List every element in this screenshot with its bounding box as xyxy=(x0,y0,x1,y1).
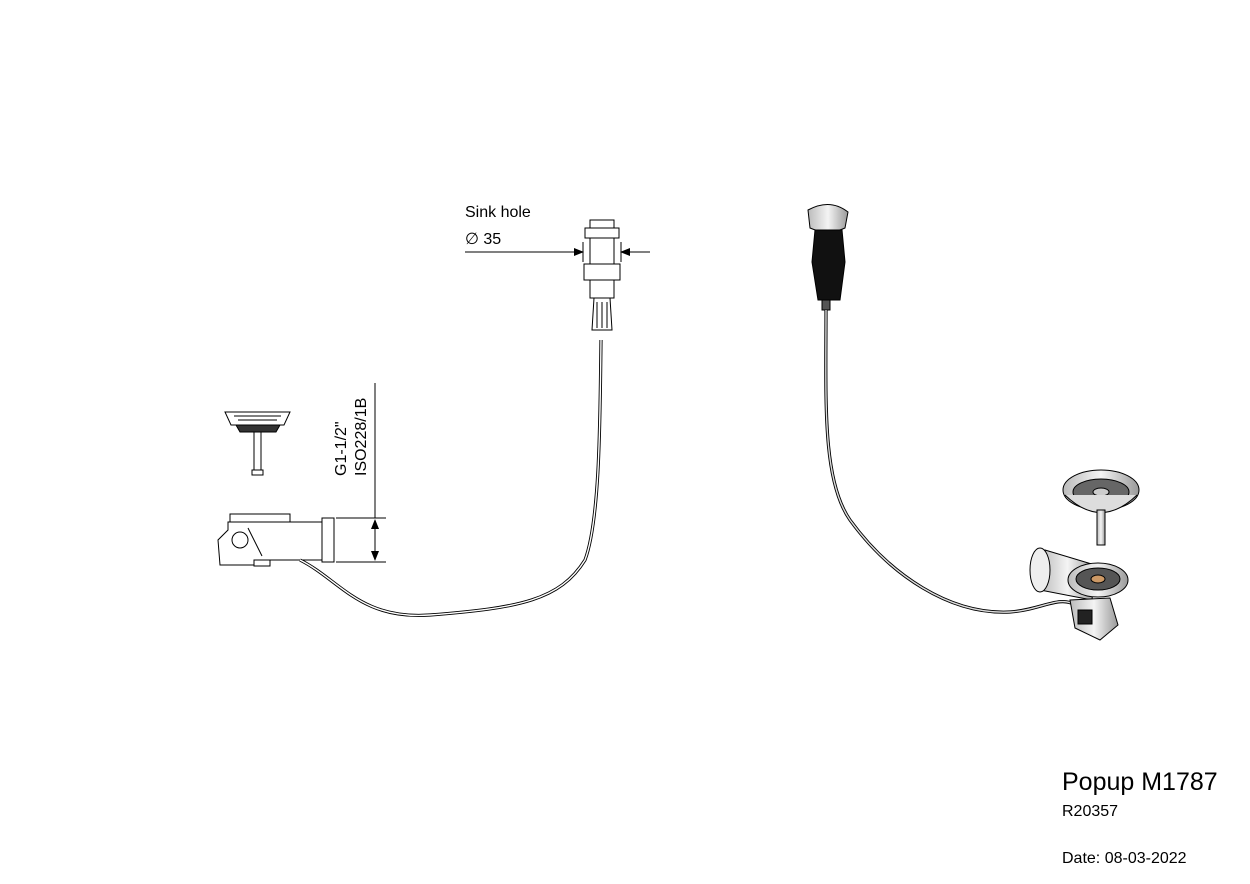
popup-button-side-view xyxy=(583,219,621,331)
drain-body-3d xyxy=(1029,547,1129,641)
cable-2d xyxy=(299,339,603,617)
thread-standard-label: ISO228/1B xyxy=(353,397,370,476)
thread-size-label: G1-1/2" xyxy=(333,421,350,476)
drawing-title: Popup M1787 xyxy=(1062,768,1218,796)
drain-body-side-view xyxy=(217,513,335,567)
drawing-date: Date: 08-03-2022 xyxy=(1062,850,1187,867)
strainer-3d xyxy=(1062,469,1140,546)
thread-dimension xyxy=(336,383,386,563)
sink-hole-label: Sink hole xyxy=(465,204,531,221)
popup-button-3d xyxy=(807,204,849,311)
strainer-side-view xyxy=(224,411,291,476)
reference-number: R20357 xyxy=(1062,803,1119,820)
sink-hole-dimension xyxy=(465,242,650,262)
sink-hole-diameter: ∅ 35 xyxy=(465,231,502,248)
